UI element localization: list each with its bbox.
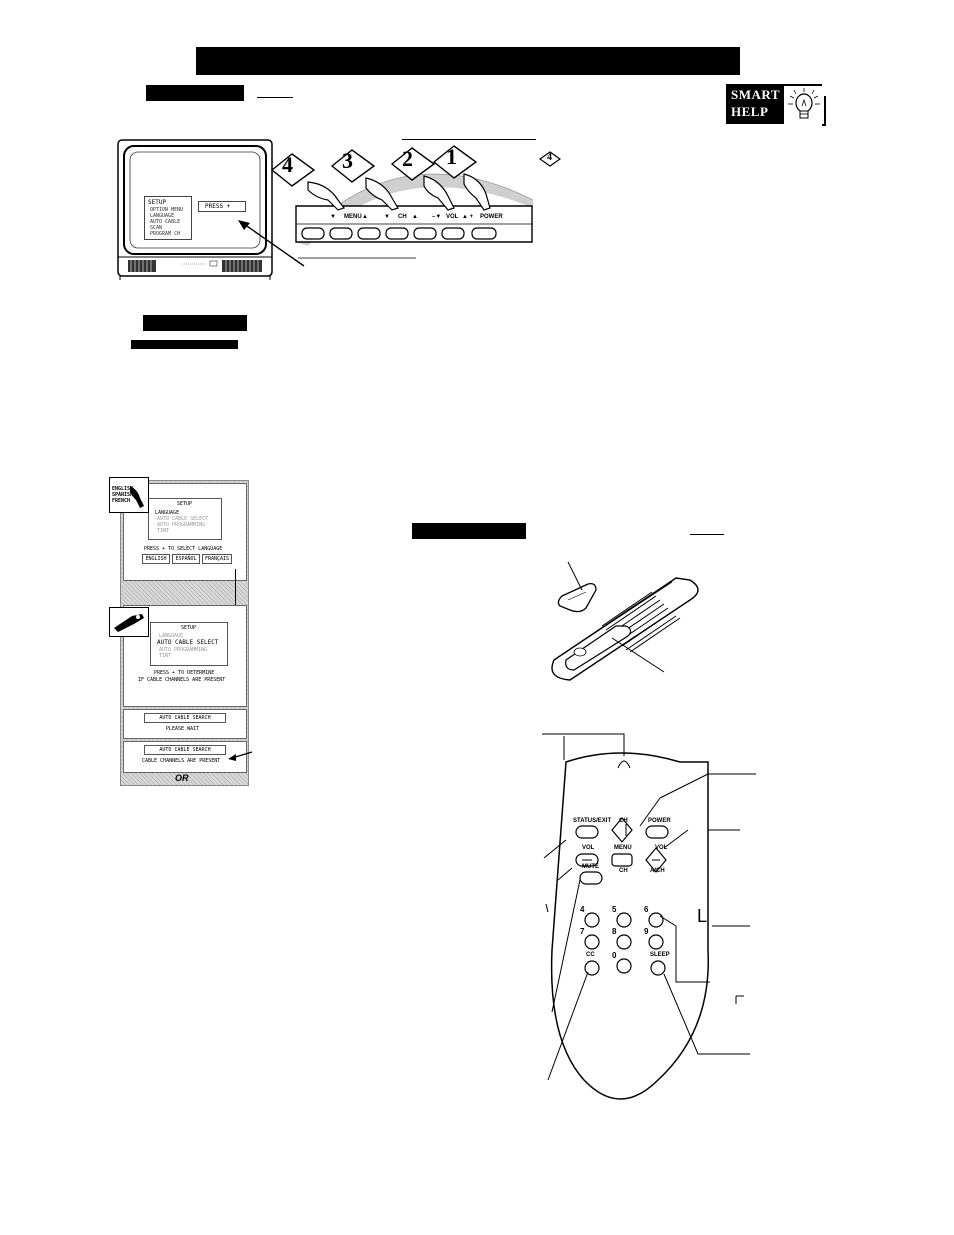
screen2-item: AUTO PROGRAMMING (159, 647, 208, 653)
setup-screen-2: SETUP LANGUAGE AUTO CABLE SELECT AUTO PR… (123, 605, 247, 707)
panel-label: VOL (446, 214, 459, 220)
remote-hand-icon (114, 614, 144, 632)
step-number-2: 2 (402, 146, 413, 171)
hand-card-2 (109, 607, 149, 637)
hand-card-1: ENGLISH SPANISH FRENCH (109, 477, 149, 513)
screen4-box: AUTO CABLE SEARCH (144, 745, 226, 755)
remote-vol-left-label: VOL (582, 845, 595, 851)
hand-card-word: ENGLISH (112, 486, 134, 492)
or-label: OR (175, 773, 189, 783)
remote-status-exit-label: STATUS/EXIT (573, 818, 612, 824)
remote-menu-label: MENU (614, 845, 632, 851)
setup-screen-3: AUTO CABLE SEARCH PLEASE WAIT (123, 709, 247, 739)
screen1-item: AUTO PROGRAMMING (157, 522, 206, 528)
section-subheading-2 (131, 340, 238, 349)
panel-label: ▼ (330, 214, 336, 220)
screen3-text: PLEASE WAIT (166, 726, 200, 732)
tv-menu-item: OPTION MENU (150, 207, 184, 213)
screen1-item: LANGUAGE (155, 510, 180, 516)
screen4-text: CABLE CHANNELS ARE PRESENT (142, 758, 221, 764)
setup-screen-1-menu: SETUP LANGUAGE AUTO CABLE SELECT AUTO PR… (148, 498, 222, 540)
section-heading-2 (143, 315, 247, 331)
remote-vol-right-label: VOL (655, 845, 668, 851)
step-number-4: 4 (282, 152, 293, 177)
section-heading-1 (146, 85, 244, 101)
hand-card-word: FRENCH (112, 498, 131, 504)
pointing-hand-icon (130, 486, 144, 508)
remote-cc-label: CC (586, 952, 595, 958)
remote-control (542, 733, 756, 1100)
section-heading-3 (412, 523, 526, 539)
underline-mark-3 (690, 534, 724, 535)
tv-menu-item: LANGUAGE (150, 213, 175, 219)
hand-card-word: SPANISH (112, 492, 134, 498)
option-espanol: ESPAÑOL (172, 554, 200, 564)
screen1-title: SETUP (177, 501, 193, 507)
setup-screens-panel: SETUP LANGUAGE AUTO CABLE SELECT AUTO PR… (109, 477, 249, 786)
screen3-box: AUTO CABLE SEARCH (144, 713, 226, 723)
remote-sleep-label: SLEEP (650, 952, 670, 958)
option-francais: FRANÇAIS (202, 554, 232, 564)
tv-menu-item: AUTO CABLE (150, 219, 181, 225)
remote-digit-5: 5 (612, 905, 617, 914)
tv-front-panel (270, 145, 534, 259)
panel-label: MENU (344, 214, 362, 220)
remote-ch-sub-label: CH (619, 868, 628, 874)
smart-help-badge: SMART HELP (726, 84, 828, 126)
setup-screen-4: AUTO CABLE SEARCH CABLE CHANNELS ARE PRE… (123, 741, 247, 773)
setup-screen-1: SETUP LANGUAGE AUTO CABLE SELECT AUTO PR… (123, 483, 247, 581)
screen1-item: AUTO CABLE SELECT (157, 516, 209, 522)
panel-label: ▲ (412, 214, 418, 220)
tv-press-text: PRESS + (205, 203, 231, 210)
screen2-title: SETUP (181, 625, 197, 631)
smart-help-line1: SMART (731, 87, 780, 102)
remote-power-label: POWER (648, 818, 671, 824)
remote-ach-sub-label: A/CH (650, 868, 665, 874)
step-number-3: 3 (342, 148, 353, 173)
remote-digit-7: 7 (580, 927, 585, 936)
remote-digit-8: 8 (612, 927, 617, 936)
l-mark: L (697, 906, 708, 926)
panel-label: CH (398, 214, 407, 220)
tv-menu: SETUP OPTION MENU LANGUAGE AUTO CABLE SC… (144, 196, 192, 240)
underline-mark-1 (257, 97, 293, 98)
setup-screen-2-menu: SETUP LANGUAGE AUTO CABLE SELECT AUTO PR… (150, 622, 228, 666)
screen1-item: TINT (157, 528, 170, 534)
screen2-item: LANGUAGE (159, 633, 184, 639)
panel-label: ▲ (362, 214, 368, 220)
remote-digit-4: 4 (580, 905, 585, 914)
screen2-item: AUTO CABLE SELECT (157, 639, 219, 646)
panel-label: ▼ (384, 214, 390, 220)
flow-arrow-line (235, 569, 236, 623)
tv-press-box: PRESS + (198, 201, 246, 212)
screen4-pointer-arrow (228, 751, 253, 761)
screen2-item: TINT (159, 653, 172, 659)
panel-label: POWER (480, 214, 503, 220)
title-bar (196, 47, 740, 75)
underline-mark-2 (402, 139, 536, 140)
step-4-callout-icon (539, 151, 561, 167)
screen1-prompt: PRESS + TO SELECT LANGUAGE (144, 546, 223, 552)
tv-menu-item: SCAN (150, 225, 163, 231)
screen2-prompt: IF CABLE CHANNELS ARE PRESENT (138, 677, 226, 683)
tv-menu-title: SETUP (148, 199, 167, 206)
panel-label: ▲ + (462, 214, 474, 220)
step-4-callout-text: 4 (547, 152, 552, 163)
remote-digit-6: 6 (644, 905, 649, 914)
step-number-1: 1 (446, 144, 457, 169)
remote-mute-label: MUTE (582, 864, 599, 870)
option-english: ENGLISH (142, 554, 170, 564)
smart-help-line2: HELP (731, 104, 769, 119)
lightbulb-icon (784, 86, 824, 124)
remote-digit-0: 0 (612, 951, 617, 960)
panel-label: –▼ (432, 214, 442, 220)
screen2-prompt: PRESS + TO DETERMINE (154, 670, 215, 676)
remote-digit-9: 9 (644, 927, 649, 936)
pointer-arrow (238, 220, 305, 267)
remote-battery-illustration (551, 561, 699, 681)
tv-menu-item: PROGRAM CH (150, 231, 181, 237)
remote-ch-label: CH (619, 818, 628, 824)
